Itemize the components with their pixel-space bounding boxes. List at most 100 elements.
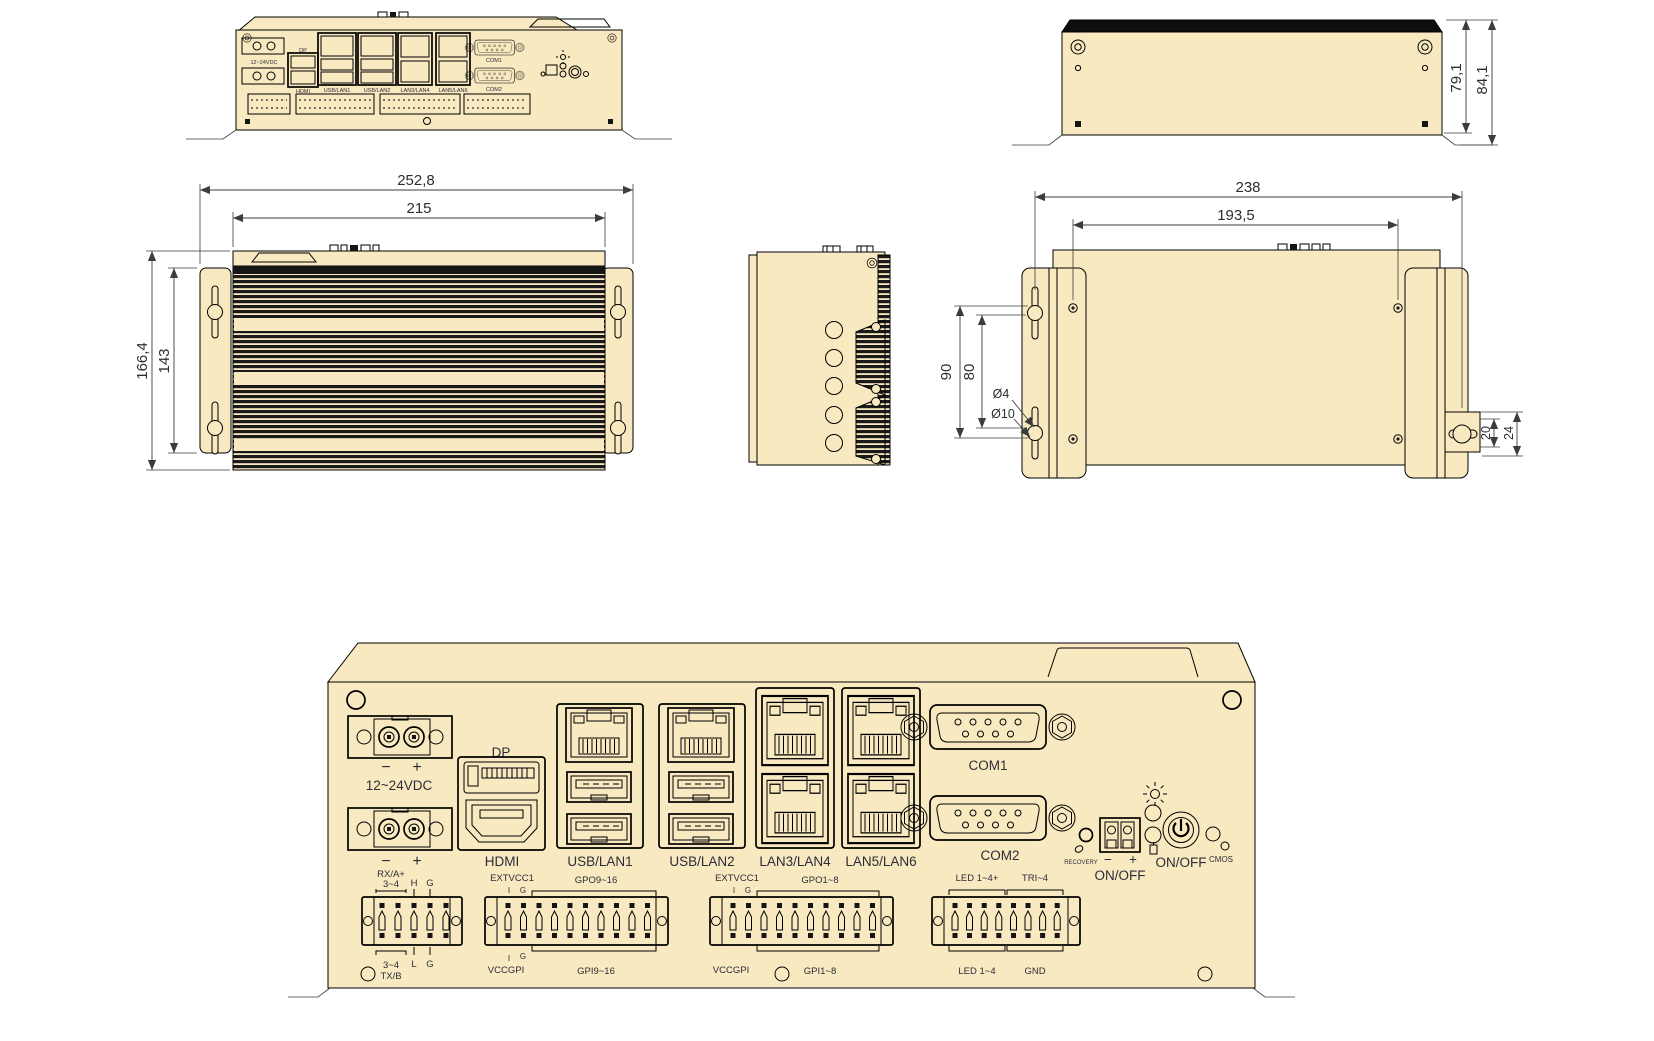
lan5-lan6-label: LAN5/LAN6 (845, 854, 916, 869)
power-onoff-label: ON/OFF (1156, 855, 1207, 870)
dim-rear-total-height: 84,1 (1474, 65, 1491, 94)
mini-power-terminal-2 (241, 67, 285, 85)
recovery-button (1074, 827, 1094, 853)
mini-lan5-lan6 (435, 32, 471, 86)
cmos-label: CMOS (1209, 855, 1233, 864)
gpi18-vcc-label: VCCGPI (713, 965, 749, 976)
lan3-lan4-label: LAN3/LAN4 (759, 854, 831, 869)
mini-voltage-label: 12~24VDC (250, 60, 277, 66)
serial-rx-label: RX/A+ (377, 869, 405, 880)
led-indicator (1144, 804, 1162, 822)
gpio9-16-terminal-block (484, 896, 669, 946)
usb-lan1-label: USB/LAN1 (567, 854, 632, 869)
rear-top-band (1061, 19, 1443, 33)
gpi916-g-label: G (520, 952, 526, 961)
dim-slot-width: 20 (1479, 426, 1493, 440)
serial-tx-label: 3~4 (383, 960, 399, 971)
rear-panel (1061, 31, 1443, 136)
mini-usb-lan2 (357, 32, 397, 86)
gpo18-i-label: I (733, 886, 735, 895)
mini-power-terminal-1 (241, 37, 285, 55)
lan3-lan4-port (755, 687, 835, 849)
gpi916-i-label: I (508, 954, 510, 963)
view-front-mini: 12~24VDC DP HDMI USB/LAN1 USB/LAN2 LAN3/… (186, 11, 672, 140)
detail-top-face (326, 642, 1256, 683)
gpo916-i-label: I (508, 886, 510, 895)
cmos-button (1205, 826, 1230, 851)
mini-usb-lan1-label: USB/LAN1 (324, 88, 351, 94)
power2-minus-label: − (381, 853, 390, 870)
top-handle-recess-icon (250, 252, 318, 263)
mini-lan34-label: LAN3/LAN4 (400, 88, 429, 94)
mini-lan3-lan4 (397, 32, 433, 86)
dim-top-inner-height: 143 (156, 348, 173, 373)
mini-handle-recess-icon (528, 18, 611, 28)
detail-feet (288, 987, 1295, 998)
dim-bottom-outer-width: 238 (1235, 179, 1260, 196)
led-top-label: LED 1~4+ (956, 873, 999, 884)
dim-bottom-inner-width: 193,5 (1217, 207, 1255, 224)
gpo916-ext-label: EXTVCC1 (490, 873, 534, 884)
serial-rx2-label: 3~4 (383, 879, 399, 890)
hdmi-label: HDMI (485, 854, 520, 869)
dp-hdmi-port (457, 756, 546, 851)
serial-tx2-label: TX/B (380, 971, 401, 982)
view-top: 252,8 215 166,4 143 (134, 172, 634, 471)
mini-com1-label: COM1 (486, 58, 502, 64)
led-terminal-block (931, 896, 1081, 946)
serial-h-label: H (411, 878, 418, 889)
side-com-connector (855, 319, 886, 396)
gpi916-label: GPI9~16 (577, 966, 615, 977)
remote-minus-label: − (1104, 852, 1112, 867)
rear-feet (1012, 134, 1492, 146)
detail-handle-recess-icon (1047, 647, 1199, 678)
mini-usb-lan2-label: USB/LAN2 (364, 88, 391, 94)
usb-lan2-label: USB/LAN2 (669, 854, 734, 869)
mini-com2-label: COM2 (486, 87, 502, 93)
gpi916-vcc-label: VCCGPI (488, 965, 524, 976)
dim-rear-body-height: 79,1 (1448, 63, 1465, 92)
remote-onoff-terminal (1099, 817, 1141, 853)
power1-minus-label: − (381, 759, 390, 776)
bottom-panel (1052, 249, 1441, 466)
serial-l-label: L (411, 959, 416, 970)
detail-front-panel (327, 681, 1256, 989)
mini-usb-lan1 (317, 32, 357, 86)
heatsink-fins (232, 265, 606, 471)
view-bottom: 238 193,5 90 80 Ø4 Ø10 20 24 (938, 179, 1523, 479)
led-bottom-label: LED 1~4 (958, 966, 995, 977)
power2-plus-label: + (412, 853, 421, 870)
dim-hole-diameter: Ø4 (993, 387, 1010, 401)
remote-plus-label: + (1129, 852, 1137, 867)
gpio1-8-terminal-block (709, 896, 894, 946)
gpo916-g-label: G (520, 886, 526, 895)
lan5-lan6-port (841, 687, 921, 849)
power-button (1162, 811, 1200, 849)
side-com-connector (855, 395, 886, 466)
serial-g2-label: G (426, 959, 433, 970)
gpo18-ext-label: EXTVCC1 (715, 873, 759, 884)
gpo18-g-label: G (745, 886, 751, 895)
power1-plus-label: + (412, 759, 421, 776)
dim-keyhole-diameter: Ø10 (991, 407, 1015, 421)
gpo916-label: GPO9~16 (575, 875, 618, 886)
power-led-glyph-icon (1149, 842, 1158, 855)
brightness-sun-icon (1143, 782, 1167, 806)
serial-terminal-block (361, 896, 463, 946)
view-side (748, 245, 891, 466)
tri-top-label: TRI~4 (1022, 873, 1048, 884)
side-bracket-edge (748, 254, 758, 463)
dim-top-outer-width: 252,8 (397, 172, 435, 189)
com2-label: COM2 (980, 848, 1019, 863)
mini-feet (186, 129, 672, 140)
dim-slot-outer-width: 24 (1502, 426, 1516, 440)
gpo18-label: GPO1~8 (801, 875, 838, 886)
com1-label: COM1 (968, 758, 1007, 773)
usb-lan1-port (556, 703, 644, 849)
view-rear: 79,1 84,1 (1012, 19, 1498, 146)
voltage-label: 12~24VDC (366, 778, 433, 793)
usb-lan2-port (658, 703, 746, 849)
gnd-label: GND (1024, 966, 1045, 977)
